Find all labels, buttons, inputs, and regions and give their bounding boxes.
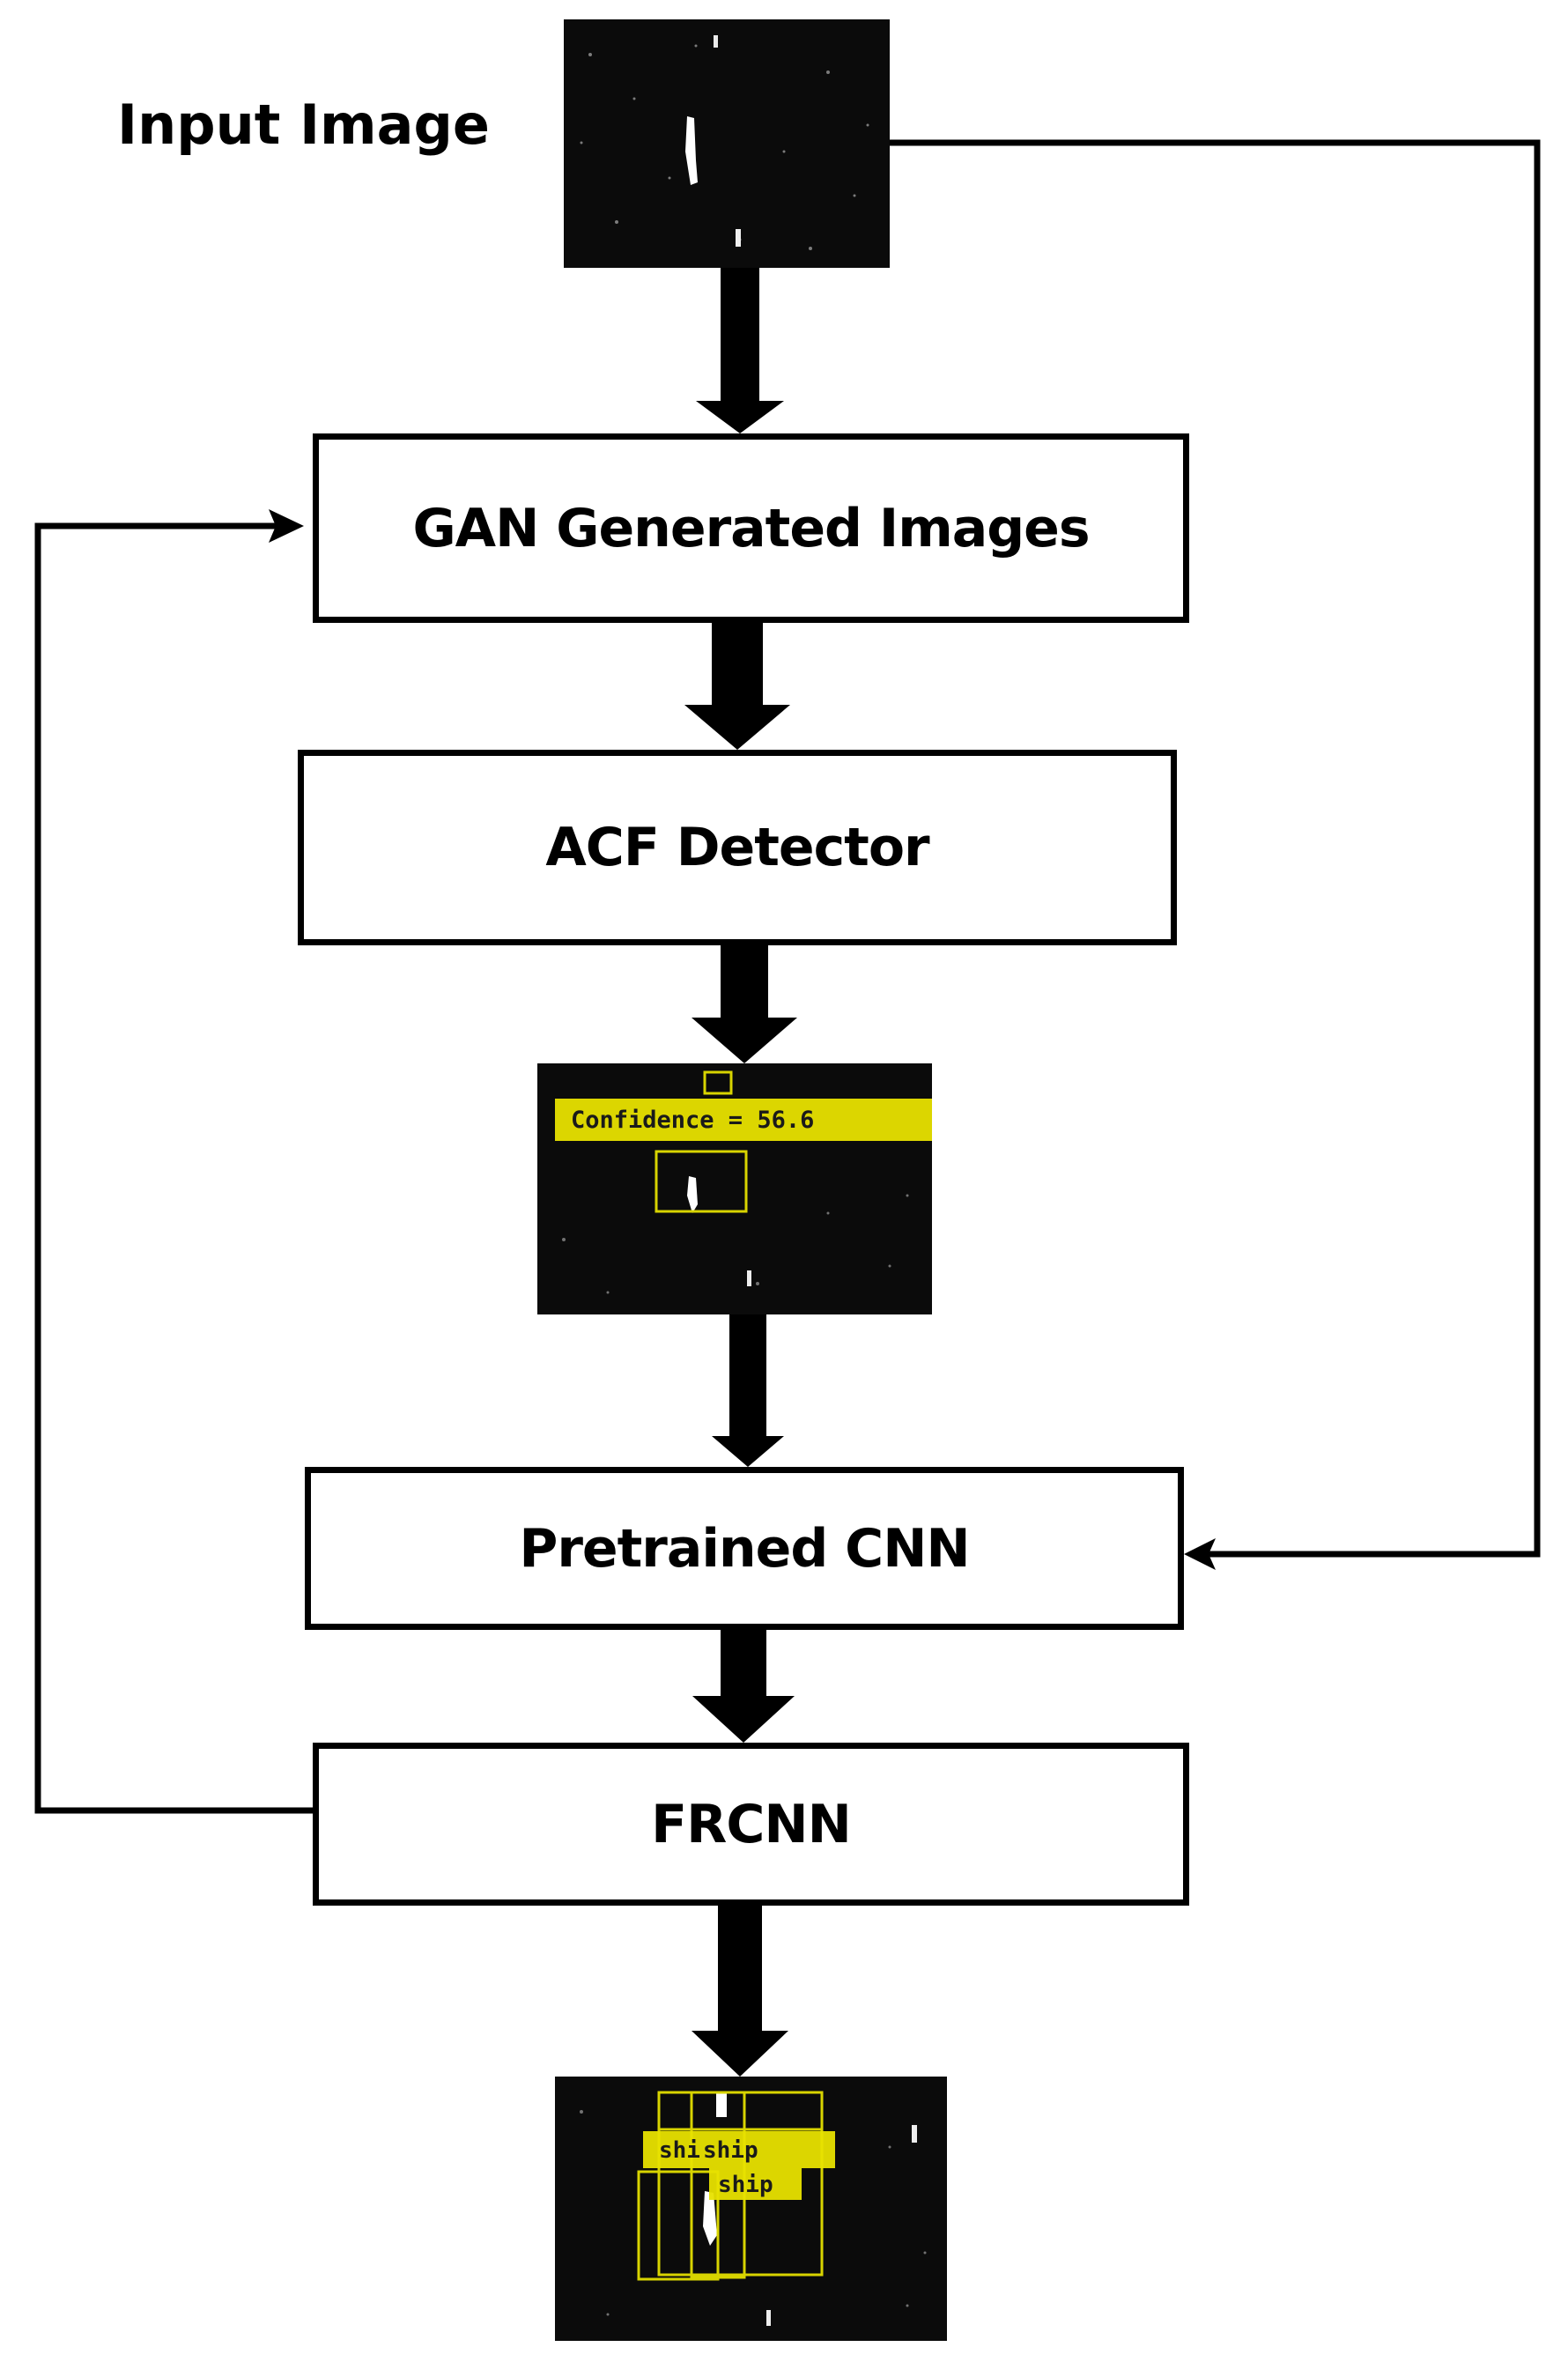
acf-confidence-text: Confidence = 56.6 <box>571 1107 814 1134</box>
frcnn-ship-target-top <box>716 2092 727 2117</box>
arrow-frcnn-to-output <box>692 1906 788 2077</box>
feedback-line-frcnn-to-gan <box>34 522 313 1814</box>
arrow-cnn-to-frcnn <box>692 1630 795 1743</box>
arrow-input-to-gan <box>696 268 784 433</box>
frcnn-output-overlay: shi ship ship <box>580 2091 927 2326</box>
acf-detector-label: ACF Detector <box>545 817 929 878</box>
acf-output-image: Confidence = 56.6 <box>537 1063 932 1314</box>
frcnn-label: FRCNN <box>651 1793 852 1855</box>
acf-output-overlay: Confidence = 56.6 <box>555 1070 932 1294</box>
skip-line-input-to-cnn <box>890 139 1541 1558</box>
gan-generated-images-box: GAN Generated Images <box>313 433 1189 623</box>
arrow-acf-output-to-cnn <box>712 1314 784 1467</box>
acf-speck <box>747 1270 751 1286</box>
input-sar-image <box>564 19 890 268</box>
frcnn-detection-box-3 <box>637 2170 720 2281</box>
frcnn-ship-target <box>703 2191 717 2246</box>
acf-detection-box-small <box>703 1070 733 1095</box>
frcnn-label-shi: shi <box>659 2137 700 2164</box>
acf-detection-box <box>655 1150 748 1213</box>
frcnn-detection-box-4 <box>657 2128 824 2277</box>
acf-ship-target <box>687 1176 698 1213</box>
frcnn-speck-right <box>912 2125 917 2143</box>
feedback-arrowhead-gan <box>269 509 304 543</box>
input-sar-texture <box>580 35 869 250</box>
frcnn-output-image: shi ship ship <box>555 2077 947 2341</box>
acf-detector-box: ACF Detector <box>298 750 1177 945</box>
gan-generated-images-label: GAN Generated Images <box>412 497 1090 559</box>
frcnn-label-banner-1 <box>643 2131 835 2168</box>
pretrained-cnn-label: Pretrained CNN <box>519 1517 970 1580</box>
input-speck-bottom <box>736 229 741 247</box>
frcnn-label-banner-2 <box>709 2168 802 2200</box>
skip-arrowhead-cnn <box>1184 1538 1216 1570</box>
ship-target <box>685 116 698 185</box>
input-image-label: Input Image <box>117 93 490 157</box>
input-speck-top <box>714 35 718 48</box>
frcnn-box: FRCNN <box>313 1743 1189 1906</box>
frcnn-speck-bottom <box>766 2310 771 2326</box>
arrow-gan-to-acf <box>684 623 790 750</box>
acf-confidence-banner <box>555 1099 932 1141</box>
frcnn-label-ship-2: ship <box>718 2172 773 2198</box>
pretrained-cnn-box: Pretrained CNN <box>305 1467 1184 1630</box>
arrow-acf-to-output <box>692 945 797 1063</box>
frcnn-label-ship-1: ship <box>703 2137 758 2164</box>
